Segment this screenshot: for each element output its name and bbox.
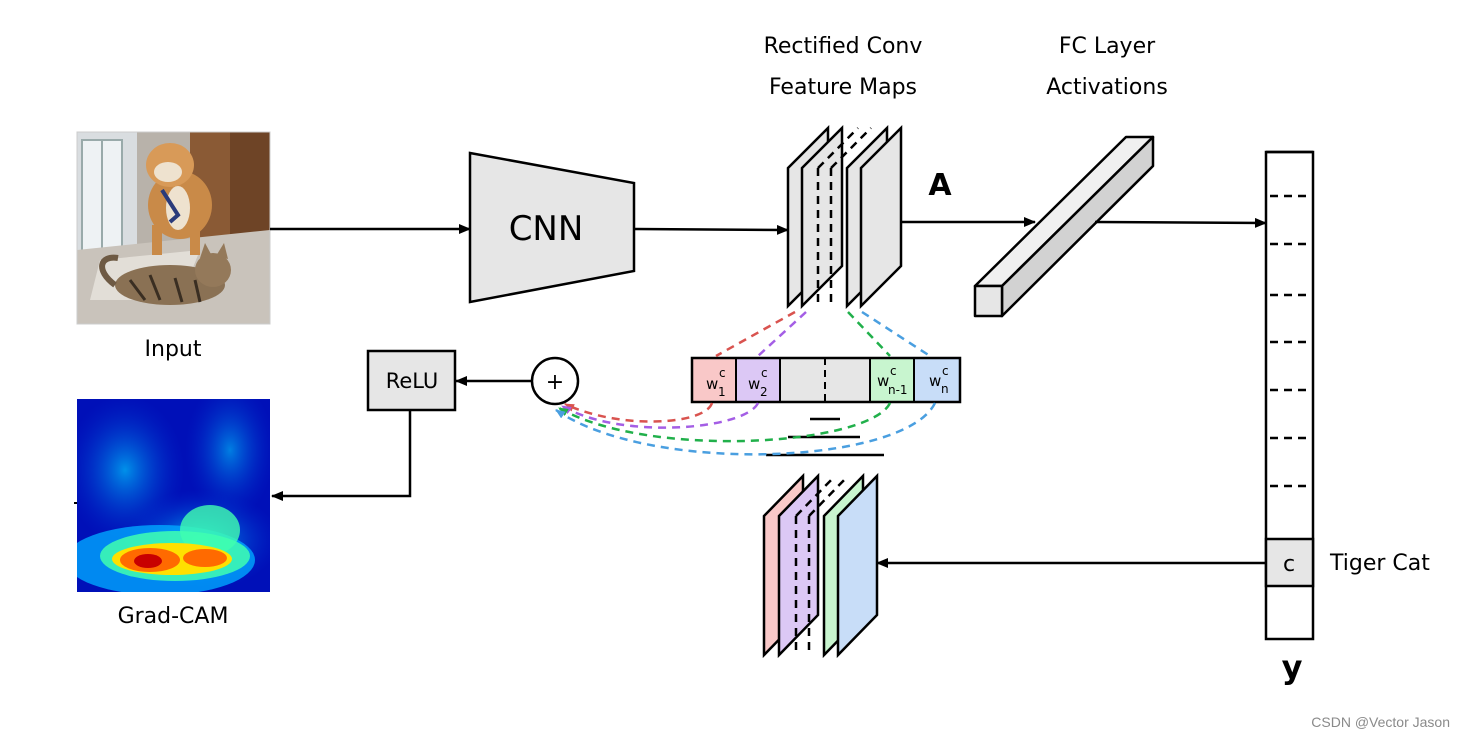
svg-text:c: c <box>719 366 726 380</box>
output-symbol: y <box>1282 648 1303 686</box>
svg-text:n: n <box>941 382 949 396</box>
weight-vector <box>690 356 962 404</box>
arrow-fc-to-output <box>1094 217 1267 228</box>
grad-cam-label: Grad-CAM <box>118 604 229 629</box>
feature-maps-stack <box>786 124 903 310</box>
svg-text:w: w <box>748 375 760 393</box>
class-cell-label: c <box>1283 552 1295 577</box>
output-vector <box>1264 150 1315 641</box>
svg-text:w: w <box>706 375 718 393</box>
svg-text:c: c <box>890 364 897 378</box>
arrow-cnn-to-feature-maps <box>633 224 789 235</box>
pooling-connectors <box>715 310 931 358</box>
svg-text:2: 2 <box>760 385 768 399</box>
weight-wn: w n c <box>929 364 949 396</box>
fc-title-line2: Activations <box>1046 75 1168 100</box>
feature-maps-title-line1: Rectified Conv <box>764 34 923 59</box>
svg-text:n-1: n-1 <box>888 383 908 397</box>
svg-text:1: 1 <box>718 385 726 399</box>
arrow-relu-to-gradcam <box>271 410 412 501</box>
gradient-maps-stack <box>762 472 879 659</box>
relu-block <box>366 349 457 412</box>
activation-symbol: A <box>928 168 952 203</box>
fc-title-line1: FC Layer <box>1059 34 1156 59</box>
weight-w1: w 1 c <box>706 366 726 399</box>
svg-text:w: w <box>877 372 889 390</box>
average-pooling-symbol <box>766 417 884 457</box>
relu-label: ReLU <box>386 369 439 393</box>
fc-layer-bar <box>973 135 1155 318</box>
svg-text:c: c <box>761 366 768 380</box>
sum-symbol: + <box>546 370 564 395</box>
input-label: Input <box>145 337 202 362</box>
feature-maps-title-line2: Feature Maps <box>769 75 917 100</box>
svg-text:c: c <box>942 364 949 378</box>
class-name-label: Tiger Cat <box>1329 551 1430 576</box>
weighted-sum-connectors <box>555 402 937 456</box>
svg-text:w: w <box>929 372 941 390</box>
cnn-label: CNN <box>509 209 584 249</box>
weight-wn-1: w n-1 c <box>877 364 908 397</box>
grad-cam-heatmap <box>77 399 270 592</box>
watermark: CSDN @Vector Jason <box>1311 714 1450 730</box>
weight-w2: w 2 c <box>748 366 768 399</box>
input-image <box>76 131 271 325</box>
cnn-block <box>468 151 636 304</box>
